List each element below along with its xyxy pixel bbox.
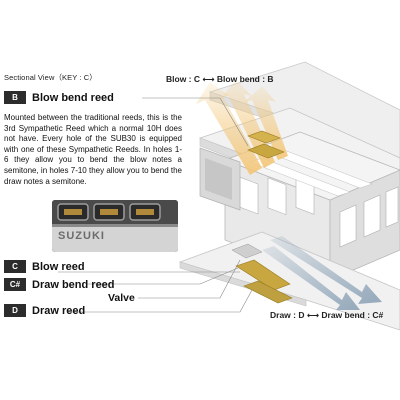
draw-airflow-arrows [262,236,382,310]
draw-reed-heading: D Draw reed [4,304,85,317]
blow-reed [247,130,281,144]
section-title: Sectional View（KEY : C） [4,73,97,82]
blow-note-label: Blow : C ⟷ Blow bend : B [166,74,274,84]
draw-bend-title: Draw bend reed [32,278,115,291]
draw-bend-badge: C# [4,278,26,291]
blow-bend-reed [247,143,285,159]
draw-reed-title: Draw reed [32,304,86,317]
blow-bend-title: Blow bend reed [32,91,114,104]
harmonica-photo: SUZUKI [52,200,178,252]
blow-bend-heading: B Blow bend reed [4,91,114,104]
draw-note-label: Draw : D ⟷ Draw bend : C# [270,310,384,320]
leader-lines [58,97,253,313]
valve-label: Valve [108,292,135,304]
blow-bend-description: Mounted between the traditional reeds, t… [4,113,182,186]
draw-reed-badge: D [4,304,26,317]
blow-reed-heading: C Blow reed [4,260,85,273]
draw-bend-heading: C# Draw bend reed [4,278,115,291]
blow-reed-badge: C [4,260,26,273]
draw-reed [243,280,293,304]
draw-bend-reed [235,259,291,291]
comb-section-cut [199,147,241,211]
blow-reed-title: Blow reed [32,260,85,273]
valve-flap [231,243,263,259]
photo-brand-text: SUZUKI [58,230,105,242]
blow-bend-badge: B [4,91,26,104]
